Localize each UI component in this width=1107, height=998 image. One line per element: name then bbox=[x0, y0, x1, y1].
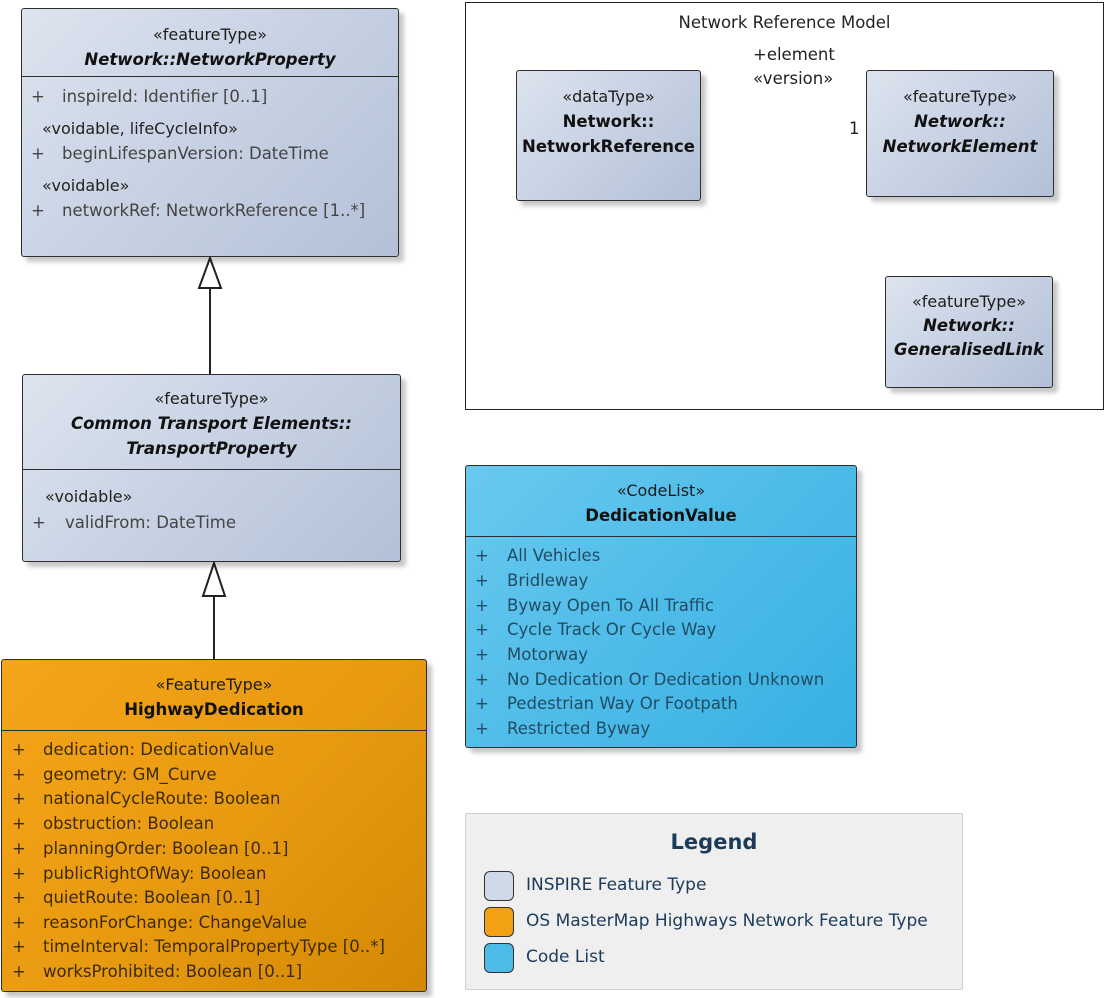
class-name-line1: Network:: bbox=[562, 112, 655, 131]
association-stereotype-label: «version» bbox=[753, 69, 834, 88]
class-name-line2: NetworkElement bbox=[882, 137, 1038, 156]
class-name: DedicationValue bbox=[585, 506, 737, 525]
attribute-text: planningOrder: Boolean [0..1] bbox=[43, 839, 289, 858]
class-name-line1: Network:: bbox=[914, 112, 1006, 131]
attribute-text: nationalCycleRoute: Boolean bbox=[43, 789, 281, 808]
legend-label: Code List bbox=[526, 947, 605, 967]
package-title: Network Reference Model bbox=[678, 13, 891, 32]
attribute-text: beginLifespanVersion: DateTime bbox=[62, 144, 329, 163]
legend-swatch bbox=[484, 907, 514, 937]
visibility-marker: + bbox=[475, 571, 489, 590]
class-dedication-value[interactable]: «CodeList» DedicationValue + All Vehicles… bbox=[465, 465, 857, 748]
association-role-label: +element bbox=[753, 45, 835, 64]
attribute-text: geometry: GM_Curve bbox=[43, 765, 217, 784]
class-stereotype: «featureType» bbox=[154, 389, 269, 408]
value-text: All Vehicles bbox=[507, 546, 601, 565]
visibility-marker: + bbox=[12, 864, 26, 883]
class-header: «featureType» Network:: GeneralisedLink bbox=[886, 277, 1052, 362]
visibility-marker: + bbox=[12, 740, 26, 759]
value-text: Pedestrian Way Or Footpath bbox=[507, 694, 738, 713]
visibility-marker: + bbox=[475, 620, 489, 639]
legend: Legend INSPIRE Feature Type OS MasterMap… bbox=[465, 813, 963, 990]
value-text: Motorway bbox=[507, 645, 589, 664]
attribute-text: obstruction: Boolean bbox=[43, 814, 215, 833]
attribute-text: validFrom: DateTime bbox=[65, 513, 237, 532]
class-name-line1: Common Transport Elements:: bbox=[70, 414, 352, 433]
class-header: «dataType» Network:: NetworkReference bbox=[517, 71, 700, 159]
attribute-text: quietRoute: Boolean [0..1] bbox=[43, 888, 261, 907]
value-text: No Dedication Or Dedication Unknown bbox=[507, 670, 825, 689]
legend-title: Legend bbox=[670, 830, 758, 854]
class-name-line2: NetworkReference bbox=[522, 137, 695, 156]
association-multiplicity: 1 bbox=[849, 119, 860, 138]
visibility-marker: + bbox=[475, 546, 489, 565]
value-text: Cycle Track Or Cycle Way bbox=[507, 620, 717, 639]
legend-swatch bbox=[484, 871, 514, 901]
attribute-text: reasonForChange: ChangeValue bbox=[43, 913, 308, 932]
class-generalised-link[interactable]: «featureType» Network:: GeneralisedLink bbox=[885, 276, 1053, 388]
class-name-line2: GeneralisedLink bbox=[894, 340, 1044, 359]
class-header: «FeatureType» HighwayDedication bbox=[2, 660, 426, 731]
visibility-marker: + bbox=[31, 87, 45, 106]
visibility-marker: + bbox=[12, 765, 26, 784]
legend-label: INSPIRE Feature Type bbox=[526, 875, 707, 895]
visibility-marker: + bbox=[12, 913, 26, 932]
visibility-marker: + bbox=[12, 888, 26, 907]
attribute-text: inspireId: Identifier [0..1] bbox=[62, 87, 268, 106]
class-highway-dedication[interactable]: «FeatureType» HighwayDedication + dedicat… bbox=[1, 659, 427, 992]
visibility-marker: + bbox=[475, 670, 489, 689]
value-text: Bridleway bbox=[507, 571, 589, 590]
visibility-marker: + bbox=[12, 789, 26, 808]
class-stereotype: «featureType» bbox=[911, 292, 1027, 311]
visibility-marker: + bbox=[12, 962, 26, 981]
attribute-text: networkRef: NetworkReference [1..*] bbox=[62, 201, 366, 220]
legend-swatch bbox=[484, 943, 514, 973]
class-stereotype: «featureType» bbox=[902, 87, 1018, 106]
class-stereotype: «FeatureType» bbox=[155, 675, 273, 694]
generalisation-arrowhead bbox=[197, 255, 223, 289]
attribute-text: publicRightOfWay: Boolean bbox=[43, 864, 267, 883]
value-text: Restricted Byway bbox=[507, 719, 651, 738]
visibility-marker: + bbox=[475, 645, 489, 664]
visibility-marker: + bbox=[12, 839, 26, 858]
attribute-text: dedication: DedicationValue bbox=[43, 740, 275, 759]
class-stereotype: «dataType» bbox=[562, 87, 655, 106]
generalisation-arrowhead bbox=[201, 559, 227, 597]
class-network-element[interactable]: «featureType» Network:: NetworkElement bbox=[866, 70, 1054, 197]
visibility-marker: + bbox=[12, 937, 26, 956]
class-header: «featureType» Common Transport Elements:… bbox=[23, 375, 400, 470]
visibility-marker: + bbox=[475, 719, 489, 738]
class-stereotype: «CodeList» bbox=[616, 481, 706, 500]
attribute-text: timeInterval: TemporalPropertyType [0..*… bbox=[43, 937, 385, 956]
class-header: «CodeList» DedicationValue bbox=[466, 466, 856, 537]
stereotype-group-label: «voidable» bbox=[45, 487, 133, 506]
attribute-text: worksProhibited: Boolean [0..1] bbox=[43, 962, 303, 981]
class-header: «featureType» Network::NetworkProperty bbox=[22, 9, 398, 77]
stereotype-group-label: «voidable» bbox=[42, 176, 130, 195]
class-name: HighwayDedication bbox=[124, 700, 304, 719]
visibility-marker: + bbox=[31, 201, 45, 220]
visibility-marker: + bbox=[31, 144, 45, 163]
stereotype-group-label: «voidable, lifeCycleInfo» bbox=[42, 119, 238, 138]
visibility-marker: + bbox=[32, 513, 46, 532]
legend-label: OS MasterMap Highways Network Feature Ty… bbox=[526, 911, 928, 931]
visibility-marker: + bbox=[12, 814, 26, 833]
value-text: Byway Open To All Traffic bbox=[507, 596, 714, 615]
class-name-line1: Network:: bbox=[923, 316, 1015, 335]
visibility-marker: + bbox=[475, 596, 489, 615]
class-stereotype: «featureType» bbox=[152, 25, 268, 44]
class-header: «featureType» Network:: NetworkElement bbox=[867, 71, 1053, 159]
class-name: Network::NetworkProperty bbox=[84, 50, 336, 69]
class-network-reference[interactable]: «dataType» Network:: NetworkReference bbox=[516, 70, 701, 201]
class-name-line2: TransportProperty bbox=[126, 439, 297, 458]
class-network-property[interactable]: «featureType» Network::NetworkProperty +… bbox=[21, 8, 399, 257]
class-transport-property[interactable]: «featureType» Common Transport Elements:… bbox=[22, 374, 401, 562]
visibility-marker: + bbox=[475, 694, 489, 713]
